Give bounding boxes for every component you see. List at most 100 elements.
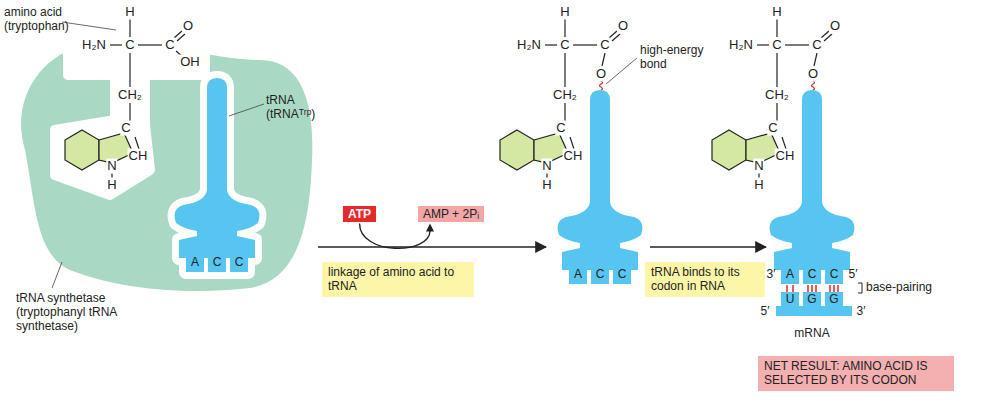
box-text: tRNA binds to its codon in RNA bbox=[651, 265, 759, 294]
box-text: NET RESULT: AMINO ACID IS SELECTED BY IT… bbox=[764, 359, 948, 388]
tryptophan-bonds bbox=[65, 19, 185, 178]
callout-label: high-energy bond bbox=[640, 44, 720, 72]
bond-line bbox=[776, 103, 777, 121]
atom-label: H₂N bbox=[516, 38, 542, 53]
leader-lines bbox=[52, 22, 637, 288]
bond-line bbox=[757, 44, 769, 45]
base-letter: C bbox=[213, 256, 222, 270]
amino-acid-pocket bbox=[55, 35, 205, 195]
atom-label: C bbox=[811, 38, 822, 53]
result-box: NET RESULT: AMINO ACID IS SELECTED BY IT… bbox=[758, 356, 954, 391]
bond-line bbox=[776, 53, 777, 87]
atom-label: H₂N bbox=[81, 38, 107, 53]
atom-label: CH₂ bbox=[117, 88, 143, 103]
base-letter: A bbox=[574, 268, 582, 282]
atom-label: O bbox=[617, 19, 629, 34]
molecule-label: mRNA bbox=[794, 327, 829, 341]
bond-line bbox=[564, 53, 565, 87]
base-letter: C bbox=[830, 268, 839, 282]
bond-line bbox=[545, 44, 557, 45]
energy-box: ATP bbox=[343, 206, 376, 222]
atom-label: O bbox=[595, 67, 607, 82]
bond-line bbox=[177, 34, 185, 41]
atom-label: O bbox=[829, 19, 841, 34]
tryptophan-bonds bbox=[712, 19, 832, 178]
trna-shape bbox=[770, 90, 855, 284]
atom-label: C bbox=[555, 121, 566, 136]
benzene-ring bbox=[500, 130, 534, 170]
tryptophan-bonds bbox=[500, 19, 620, 178]
box-text: linkage of amino acid to tRNA bbox=[328, 265, 468, 294]
base-pair-lines bbox=[787, 285, 838, 292]
high-energy-bond bbox=[812, 81, 815, 90]
bond-line bbox=[824, 34, 832, 41]
molecule-bonds bbox=[65, 19, 832, 178]
base-letter: C bbox=[596, 268, 605, 282]
callout-label: base-pairing bbox=[866, 281, 932, 295]
atom-label: CH₂ bbox=[552, 88, 578, 103]
atom-label: H bbox=[106, 178, 117, 193]
base-letter: G bbox=[807, 293, 816, 307]
atom-label: H bbox=[753, 178, 764, 193]
atom-label: N bbox=[106, 159, 117, 174]
atom-label: C bbox=[559, 38, 570, 53]
bond-line bbox=[785, 44, 809, 45]
bond-line bbox=[814, 53, 817, 66]
atom-label: C bbox=[124, 38, 135, 53]
atom-label: O bbox=[807, 67, 819, 82]
atom-label: CH bbox=[775, 149, 796, 164]
curved-arrow bbox=[360, 223, 434, 248]
process-arrow bbox=[650, 246, 766, 248]
product-box: AMP + 2Pᵢ bbox=[418, 206, 484, 222]
bond-line bbox=[135, 137, 139, 149]
trna-shape bbox=[175, 78, 260, 272]
atom-label: C bbox=[164, 38, 175, 53]
trna-shape bbox=[558, 90, 643, 284]
atom-label: N bbox=[541, 159, 552, 174]
end-label: 3′ bbox=[857, 305, 866, 319]
arrow-head bbox=[426, 223, 434, 231]
mrna-strand bbox=[776, 292, 852, 316]
base-letter: C bbox=[808, 268, 817, 282]
high-energy-bond bbox=[600, 81, 603, 90]
base-letter: U bbox=[786, 293, 795, 307]
atom-label: C bbox=[599, 38, 610, 53]
atom-label: CH bbox=[563, 149, 584, 164]
atom-label: H bbox=[771, 5, 782, 20]
callout-label: amino acid (tryptophan) bbox=[4, 6, 88, 34]
benzene-ring bbox=[65, 130, 99, 170]
atom-label: CH bbox=[128, 149, 149, 164]
bond-line bbox=[129, 53, 130, 87]
atom-label: C bbox=[120, 121, 131, 136]
process-arrow bbox=[318, 246, 546, 248]
bracket bbox=[858, 283, 862, 293]
atom-label: C bbox=[771, 38, 782, 53]
bond-line bbox=[612, 34, 620, 41]
atom-label: CH₂ bbox=[764, 88, 790, 103]
bond-line bbox=[564, 19, 565, 37]
atom-label: H bbox=[559, 5, 570, 20]
callout-label: tRNA (tRNAᵀʳᵖ) bbox=[266, 94, 328, 122]
bond-line bbox=[602, 53, 605, 66]
atom-label: C bbox=[767, 121, 778, 136]
atom-label: H₂N bbox=[728, 38, 754, 53]
bond-line bbox=[129, 19, 130, 37]
atom-label: OH bbox=[179, 55, 201, 70]
trna-pocket bbox=[175, 78, 260, 272]
base-letter: C bbox=[235, 256, 244, 270]
base-letter: A bbox=[191, 256, 199, 270]
base-letter: A bbox=[786, 268, 794, 282]
box-text: AMP + 2Pᵢ bbox=[423, 207, 479, 221]
bond-line bbox=[564, 103, 565, 121]
bond-line bbox=[573, 44, 597, 45]
atom-label: H bbox=[124, 5, 135, 20]
atom-label: O bbox=[182, 19, 194, 34]
end-label: 3′ bbox=[767, 268, 776, 282]
end-label: 5′ bbox=[761, 305, 770, 319]
end-label: 5′ bbox=[849, 268, 858, 282]
base-letter: G bbox=[829, 293, 838, 307]
arrow-line bbox=[360, 223, 430, 248]
